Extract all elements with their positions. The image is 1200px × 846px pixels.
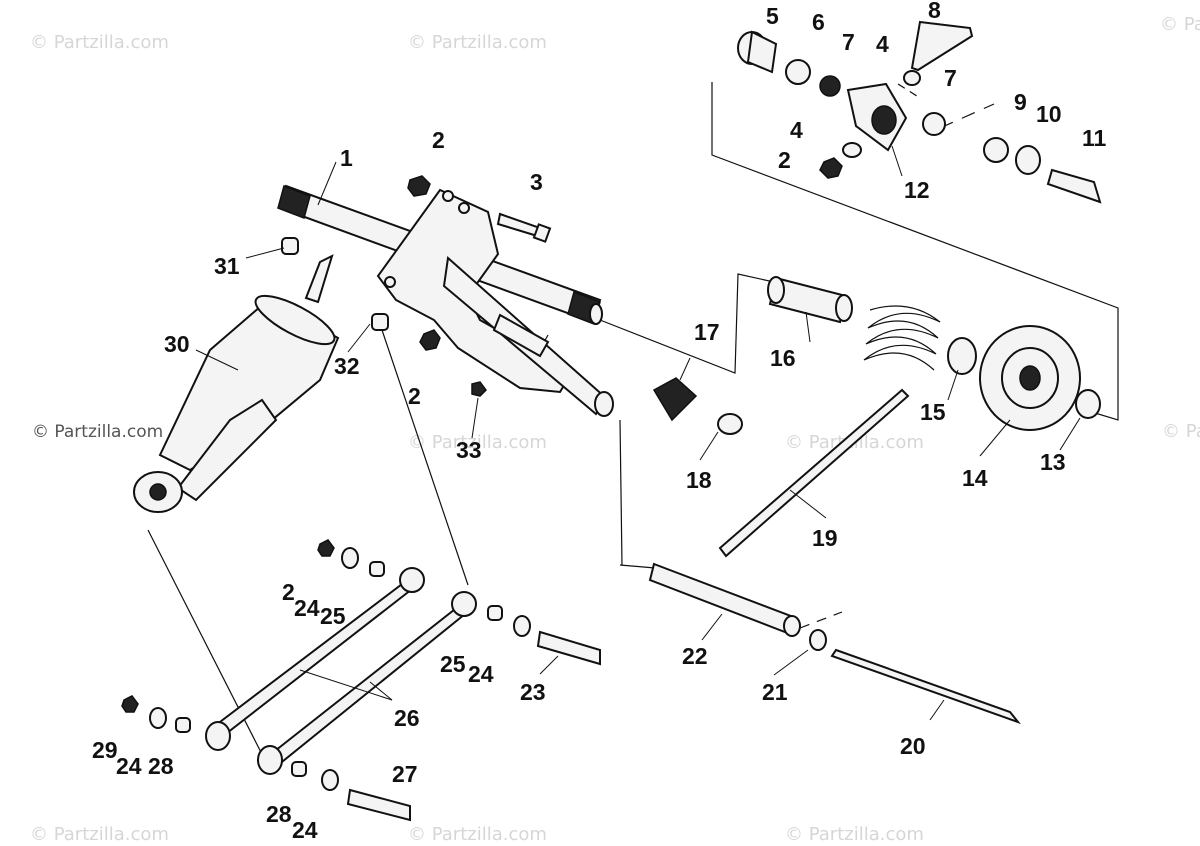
callout-10: 10 (1036, 101, 1062, 127)
callout-19: 19 (812, 525, 838, 551)
watermark-right: © Partzilla.com (1162, 421, 1200, 442)
callout-24-c: 24 (116, 753, 142, 779)
watermark-center: © Partzilla.com (408, 432, 547, 453)
callout-32: 32 (334, 353, 360, 379)
callout-2-mid: 2 (408, 383, 421, 409)
callout-25-b: 25 (440, 651, 466, 677)
callout-4-left: 4 (790, 117, 803, 143)
watermark-left: © Partzilla.com (32, 422, 163, 442)
callout-2-top: 2 (432, 127, 445, 153)
small-hardware (281, 175, 552, 397)
callout-16: 16 (770, 345, 796, 371)
watermark-top-center: © Partzilla.com (408, 32, 547, 53)
callout-2-right: 2 (778, 147, 791, 173)
callout-7-right: 7 (944, 65, 957, 91)
callout-30: 30 (164, 331, 190, 357)
callout-6: 6 (812, 9, 825, 35)
callout-2-bottom: 2 (282, 579, 295, 605)
callout-24-d: 24 (292, 817, 318, 843)
part-block (652, 377, 743, 435)
callout-31: 31 (214, 253, 240, 279)
callout-1: 1 (340, 145, 353, 171)
callout-11: 11 (1082, 125, 1107, 151)
part-arm-bracket (376, 188, 614, 417)
part-shock-absorber (133, 254, 340, 513)
watermark-bottom-center: © Partzilla.com (408, 824, 547, 845)
watermarks: © Partzilla.com © Partzilla.com © Partzi… (30, 14, 1200, 845)
callout-7-top: 7 (842, 29, 855, 55)
callout-20: 20 (900, 733, 926, 759)
callout-9: 9 (1014, 89, 1027, 115)
callout-22: 22 (682, 643, 708, 669)
callout-33: 33 (456, 437, 482, 463)
part-spring-stack (767, 276, 1101, 431)
part-spring-rod (718, 388, 910, 558)
callout-8: 8 (928, 0, 941, 23)
leader-lines (195, 145, 1081, 721)
part-lower-tube-and-bolt (648, 562, 1021, 725)
callout-18: 18 (686, 467, 712, 493)
callouts: 1 2 3 31 30 32 2 33 5 6 7 8 4 7 4 2 12 9… (92, 0, 1107, 843)
callout-17: 17 (694, 319, 720, 345)
callout-24-b: 24 (468, 661, 494, 687)
callout-23: 23 (520, 679, 546, 705)
watermark-bottom-left: © Partzilla.com (30, 824, 169, 845)
callout-14: 14 (962, 465, 988, 491)
part-linkage (737, 20, 1102, 204)
callout-5: 5 (766, 3, 779, 29)
callout-3: 3 (530, 169, 543, 195)
callout-29: 29 (92, 737, 118, 763)
watermark-top-left: © Partzilla.com (30, 32, 169, 53)
callout-26: 26 (394, 705, 420, 731)
callout-28-b: 28 (266, 801, 292, 827)
watermark-top-right: © Partzilla.com (1160, 14, 1200, 35)
callout-28-a: 28 (148, 753, 174, 779)
callout-4-top: 4 (876, 31, 889, 57)
callout-24-a: 24 (294, 595, 320, 621)
part-link-rods (121, 539, 601, 822)
callout-15: 15 (920, 399, 946, 425)
callout-27: 27 (392, 761, 418, 787)
callout-21: 21 (762, 679, 788, 705)
callout-25-a: 25 (320, 603, 346, 629)
callout-12: 12 (904, 177, 930, 203)
watermark-bottom-right: © Partzilla.com (785, 824, 924, 845)
callout-13: 13 (1040, 449, 1066, 475)
